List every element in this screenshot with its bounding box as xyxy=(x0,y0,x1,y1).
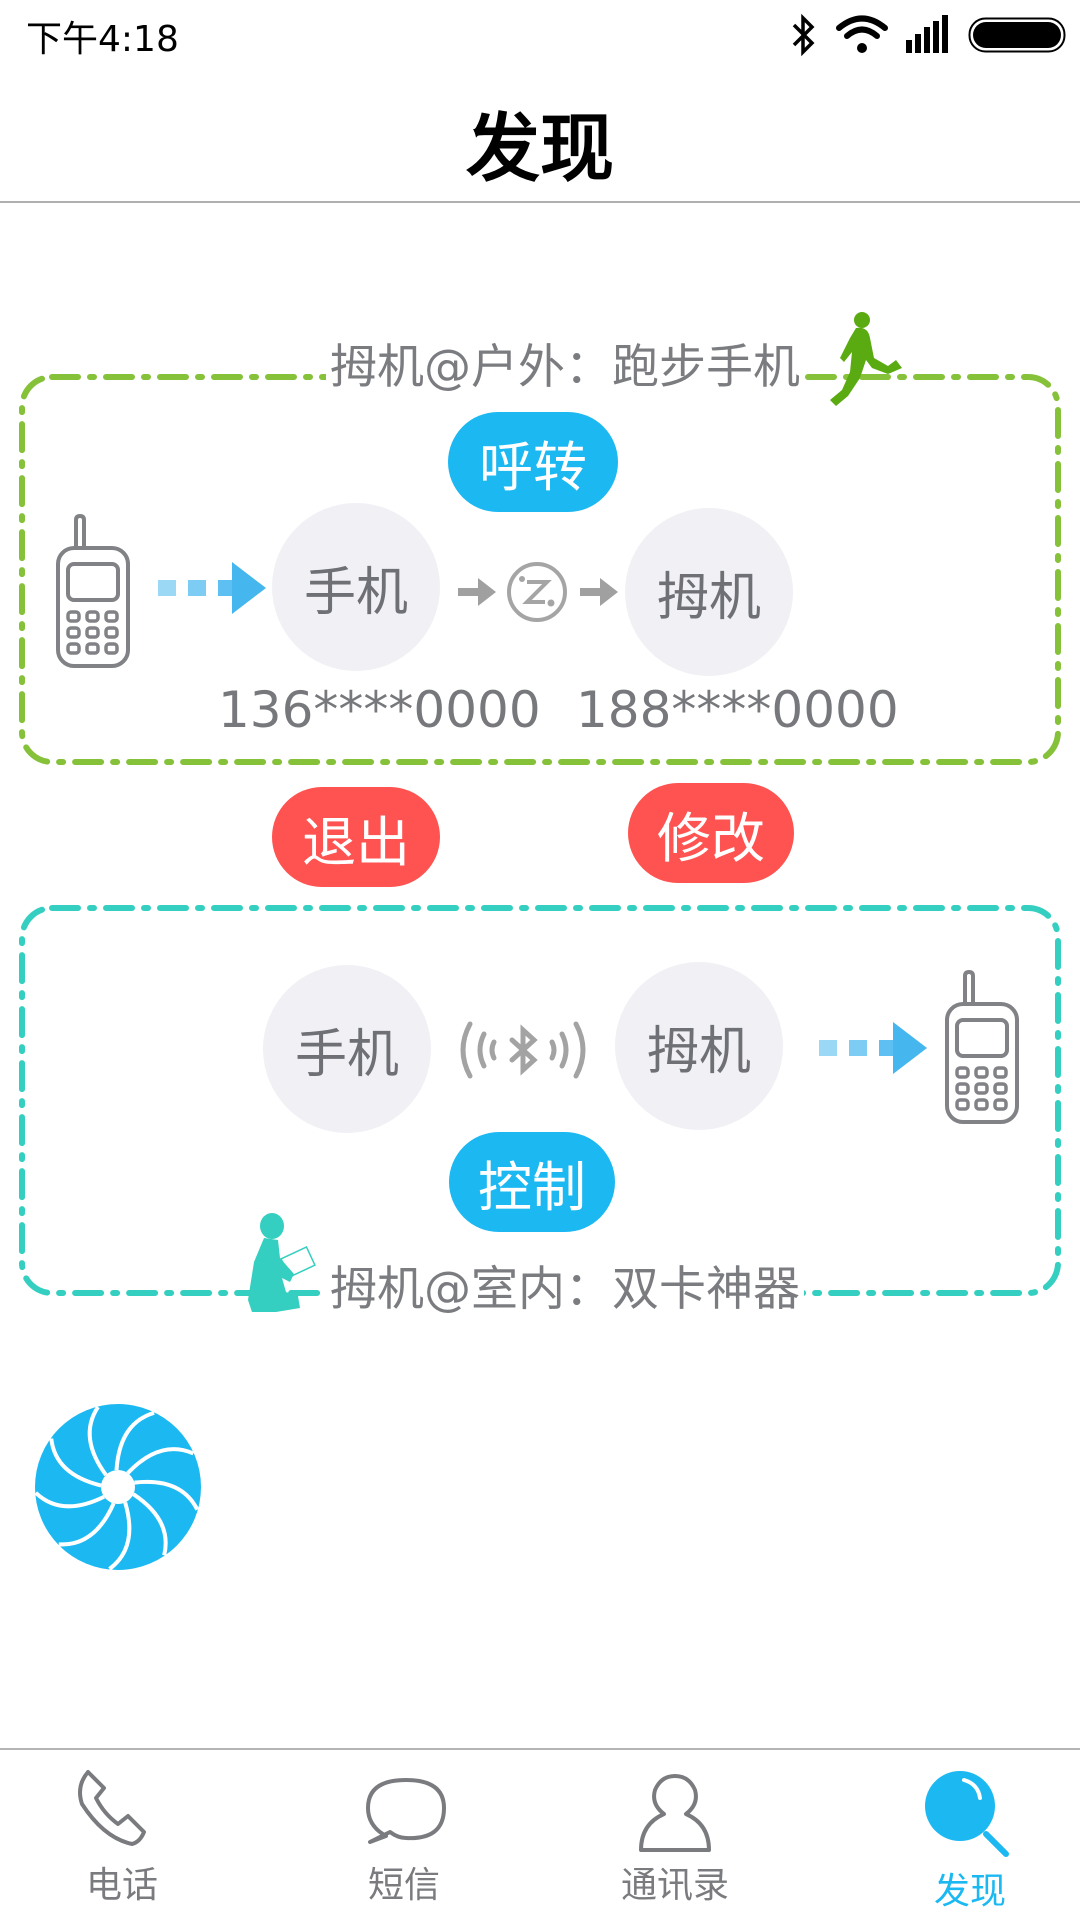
header-divider xyxy=(0,201,1080,203)
indoor-frame xyxy=(19,905,1061,1296)
indoor-card: 手机 拇机 控制 拇机@室内：双卡神器 xyxy=(0,890,1080,1330)
modify-button[interactable]: 修改 xyxy=(628,783,794,883)
runner-icon xyxy=(830,312,902,406)
tab-label: 通讯录 xyxy=(620,1865,729,1906)
bluetooth-icon xyxy=(792,13,815,57)
search-icon xyxy=(925,1771,1009,1857)
bluetooth-waves-icon xyxy=(460,1021,586,1079)
page-title: 发现 xyxy=(466,106,614,192)
wifi-icon xyxy=(836,15,888,53)
phone-icon xyxy=(78,1770,146,1846)
status-time: 下午4:18 xyxy=(26,19,179,60)
shutter-icon[interactable] xyxy=(34,1403,202,1571)
outdoor-card-title: 拇机@户外：跑步手机 xyxy=(326,340,804,396)
arrow-right-icon xyxy=(580,578,618,606)
tab-discover[interactable]: 发现 xyxy=(870,1750,1070,1920)
bottom-nav: 电话 短信 通讯录 发现 xyxy=(0,1750,1080,1920)
bottom-nav-divider xyxy=(0,1748,1080,1750)
signal-icon xyxy=(906,15,948,53)
phone-node[interactable]: 手机 xyxy=(263,965,431,1133)
thumb-phone-node[interactable]: 拇机 xyxy=(625,508,793,676)
dashed-arrow-icon xyxy=(819,1022,927,1074)
tab-label: 短信 xyxy=(367,1865,440,1906)
phone-node[interactable]: 手机 xyxy=(272,503,440,671)
phone-number: 136****0000 xyxy=(218,681,541,739)
reader-icon xyxy=(248,1213,316,1312)
tab-sms[interactable]: 短信 xyxy=(304,1750,504,1920)
battery-icon xyxy=(968,17,1066,53)
tab-label: 电话 xyxy=(85,1865,158,1906)
chat-bubble-icon xyxy=(366,1778,446,1844)
outdoor-card: 拇机@户外：跑步手机 呼转 手机 拇机 136** xyxy=(0,300,1080,780)
feature-phone-icon xyxy=(56,514,130,668)
control-button[interactable]: 控制 xyxy=(449,1132,615,1232)
contact-icon xyxy=(639,1774,711,1852)
exit-button[interactable]: 退出 xyxy=(272,787,440,887)
tab-contacts[interactable]: 通讯录 xyxy=(575,1750,775,1920)
dashed-arrow-icon xyxy=(158,562,266,614)
thumb-phone-node[interactable]: 拇机 xyxy=(615,962,783,1130)
thumb-phone-number: 188****0000 xyxy=(576,681,899,739)
feature-phone-icon xyxy=(945,970,1019,1124)
tab-label: 发现 xyxy=(933,1871,1006,1912)
tab-phone[interactable]: 电话 xyxy=(22,1750,222,1920)
indoor-card-title: 拇机@室内：双卡神器 xyxy=(326,1262,804,1318)
call-forward-button[interactable]: 呼转 xyxy=(448,412,618,512)
forward-z-icon xyxy=(507,562,567,622)
arrow-right-icon xyxy=(458,578,496,606)
status-icons xyxy=(790,10,1066,60)
